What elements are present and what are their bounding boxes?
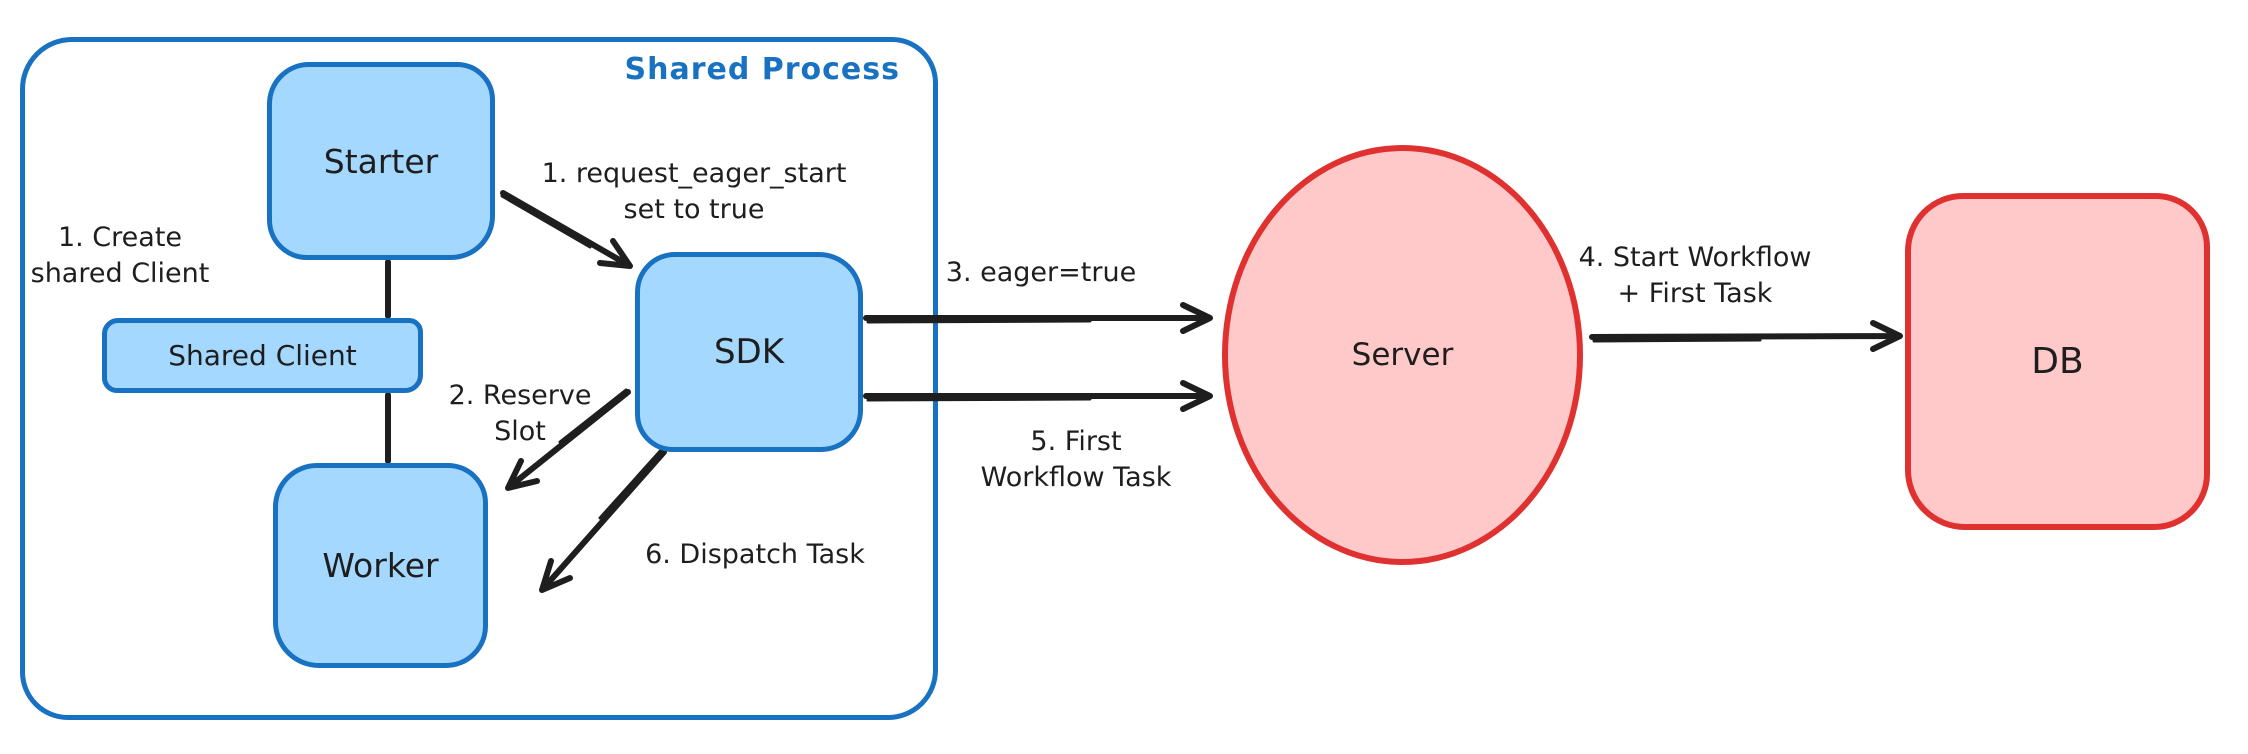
shared-client-node: Shared Client (102, 318, 423, 393)
arrow-start-workflow (1589, 320, 1903, 352)
worker-node-label: Worker (322, 546, 439, 585)
annotation-create-shared-client: 1. Create shared Client (30, 222, 210, 289)
annotation-start-workflow: 4. Start Workflow + First Task (1578, 242, 1812, 309)
arrow-start-workflow-sketch (1592, 338, 1762, 343)
annotation-request-eager-start: 1. request_eager_start set to true (541, 158, 847, 225)
starter-node-label: Starter (323, 141, 439, 181)
worker-node: Worker (273, 463, 488, 668)
annotation-dispatch-task: 6. Dispatch Task (645, 539, 865, 570)
db-node: DB (1905, 193, 2210, 530)
sdk-node-label: SDK (713, 332, 785, 372)
annotation-first-workflow-task: 5. First Workflow Task (980, 426, 1172, 493)
starter-node: Starter (267, 62, 495, 260)
server-node: Server (1222, 145, 1583, 565)
shared-process-group (20, 37, 938, 720)
annotation-reserve-slot: 2. Reserve Slot (448, 380, 592, 447)
sdk-node: SDK (635, 252, 863, 452)
shared-client-node-label: Shared Client (168, 339, 357, 372)
shared-process-label: Shared Process (624, 52, 900, 87)
annotation-eager-true: 3. eager=true (945, 257, 1137, 288)
server-node-label: Server (1351, 337, 1454, 373)
db-node-label: DB (2031, 341, 2084, 382)
